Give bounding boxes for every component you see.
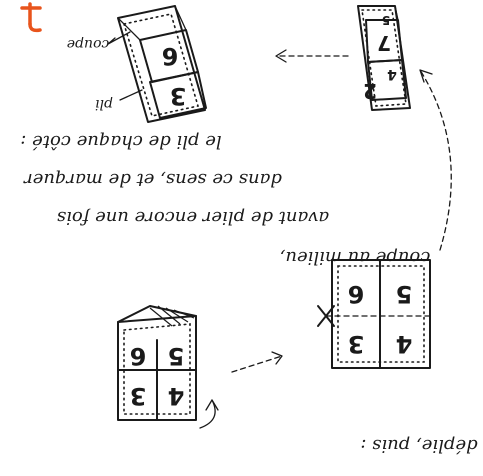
cell-mid-right-b: 6	[348, 280, 365, 308]
cell-mid-right-c: 4	[396, 330, 413, 358]
caption-line-1: déplie, puis :	[360, 435, 477, 456]
label-coupe: coupe	[67, 36, 110, 52]
cell-bottom-left-b: 6	[130, 342, 147, 370]
step-marker-f	[22, 4, 40, 30]
cell-mid-right-a: 5	[396, 280, 413, 308]
cell-bottom-left-a: 5	[168, 342, 185, 370]
folded-booklet-bottom-left: 6 5 3 4	[118, 306, 218, 428]
cell-top-right-b: 4	[387, 66, 397, 82]
folded-strip-top-right: 7 5 2 4	[358, 6, 410, 110]
caption-line-5: le pli de chaque côté :	[20, 131, 221, 152]
arrow-bottom	[232, 352, 282, 372]
cell-mid-right-d: 3	[348, 330, 365, 358]
cell-top-left-a: 6	[162, 42, 179, 70]
caption-line-3: avant de plier encore une fois	[57, 207, 329, 228]
label-pli: pli	[95, 96, 113, 112]
caption-line-2: coupe au milieu,	[280, 247, 431, 268]
cell-top-right-d: 7	[377, 31, 391, 55]
flat-sheet-mid-right: 6 5 3 4	[318, 260, 430, 368]
cell-top-right-c: 5	[382, 13, 390, 27]
caption-line-4: dans ce sens, et de marquer	[23, 169, 282, 190]
arrow-top	[276, 50, 348, 62]
cell-top-left-b: 3	[170, 82, 187, 110]
cell-bottom-left-d: 3	[130, 382, 147, 410]
cell-bottom-left-c: 4	[168, 382, 185, 410]
cell-top-right-a: 2	[363, 79, 377, 103]
arrow-curved-right	[420, 70, 451, 250]
folded-booklet-top-left: 6 3 coupe pli	[67, 6, 206, 122]
